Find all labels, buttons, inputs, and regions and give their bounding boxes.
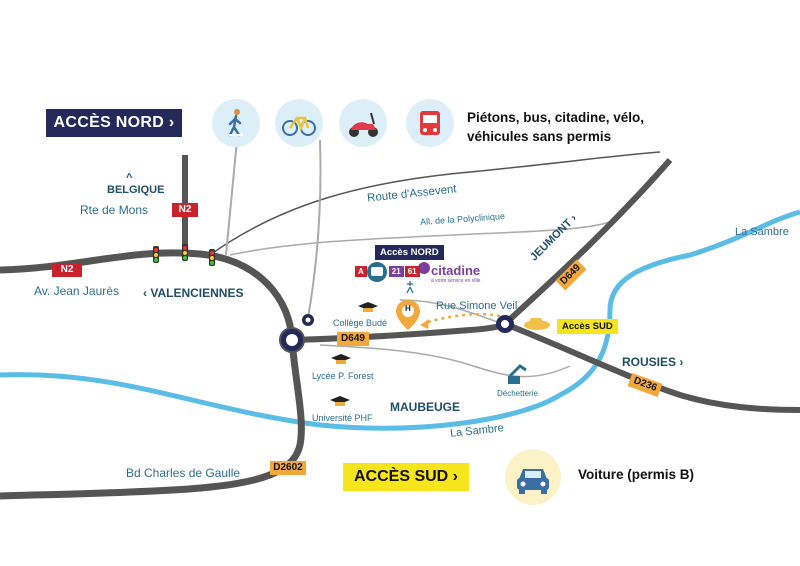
belgique-arrow: ^ bbox=[126, 172, 133, 184]
college-cap-icon bbox=[358, 302, 378, 312]
hospital-letter: H bbox=[405, 304, 411, 313]
nord-modes-line1: Piétons, bus, citadine, vélo, bbox=[467, 110, 645, 125]
universite-label: Université PHF bbox=[312, 413, 373, 423]
dechetterie-icon bbox=[508, 364, 527, 384]
bus-line-21: 21 bbox=[388, 266, 404, 277]
river-sambre-lower bbox=[0, 209, 800, 431]
acces-nord-small-badge: Accès NORD bbox=[375, 245, 444, 260]
universite-cap-icon bbox=[330, 396, 350, 406]
road-thin-connector bbox=[399, 299, 501, 324]
college-label: Collège Budé bbox=[333, 318, 388, 328]
road-tag-n2-north: N2 bbox=[172, 203, 198, 217]
traffic-light-3-icon bbox=[209, 249, 215, 266]
rue-simone-veil-label: Rue Simone Veil bbox=[436, 300, 518, 312]
car-icon bbox=[505, 449, 561, 505]
road-tag-n2-west: N2 bbox=[52, 263, 82, 277]
citadine-logo-text: citadine bbox=[431, 263, 481, 278]
dechetterie-label: Déchetterie bbox=[497, 389, 538, 398]
pedestrian-icon bbox=[212, 99, 260, 147]
road-d236 bbox=[503, 321, 800, 413]
road-thin-vertical-2 bbox=[307, 139, 322, 319]
acces-sud-small-badge: Accès SUD bbox=[557, 319, 618, 334]
lycee-cap-icon bbox=[331, 354, 351, 364]
pedestrian-marker-icon bbox=[406, 281, 414, 294]
scooter-icon bbox=[339, 99, 387, 147]
valenciennes-label: ‹ VALENCIENNES bbox=[143, 286, 244, 300]
road-polyclinique bbox=[229, 221, 611, 256]
av-jaures-label: Av. Jean Jaurès bbox=[34, 284, 119, 298]
belgique-label: BELGIQUE bbox=[107, 184, 165, 196]
bicycle-icon bbox=[275, 99, 323, 147]
acces-nord-badge: ACCÈS NORD › bbox=[46, 109, 182, 137]
traffic-light-2-icon bbox=[182, 244, 188, 261]
rte-mons-label: Rte de Mons bbox=[80, 203, 149, 217]
bus-sign-icon bbox=[367, 262, 387, 282]
bd-gaulle-label: Bd Charles de Gaulle bbox=[126, 466, 241, 480]
citadine-tagline: à votre service en ville bbox=[431, 278, 481, 284]
road-tag-d649: D649 bbox=[337, 332, 369, 346]
bus-line-61: 61 bbox=[404, 266, 420, 277]
road-tag-d2602: D2602 bbox=[270, 461, 306, 475]
road-d649 bbox=[291, 158, 673, 343]
traffic-light-1-icon bbox=[153, 246, 159, 263]
bus-lines: A 21 61 bbox=[355, 266, 420, 277]
citadine-logo-icon bbox=[418, 262, 430, 274]
road-thin-vertical-1 bbox=[225, 139, 238, 256]
road-thin-lower bbox=[319, 344, 571, 378]
hospital-marker-icon bbox=[396, 300, 420, 330]
nord-modes-text: Piétons, bus, citadine, vélo, véhicules … bbox=[467, 108, 644, 146]
access-path-dashed bbox=[424, 313, 501, 325]
nord-modes-line2: véhicules sans permis bbox=[467, 129, 612, 144]
la-sambre-top-label: La Sambre bbox=[735, 226, 789, 238]
maubeuge-label: MAUBEUGE bbox=[390, 400, 461, 414]
rousies-label: ROUSIES › bbox=[622, 355, 684, 369]
car-small-icon bbox=[524, 318, 550, 330]
acces-sud-badge: ACCÈS SUD › bbox=[343, 463, 469, 491]
road-assevent bbox=[209, 151, 661, 256]
bus-line-a: A bbox=[355, 266, 367, 277]
lycee-label: Lycée P. Forest bbox=[312, 371, 374, 381]
sud-modes-text: Voiture (permis B) bbox=[578, 467, 695, 482]
bus-stop-icon bbox=[406, 99, 454, 147]
